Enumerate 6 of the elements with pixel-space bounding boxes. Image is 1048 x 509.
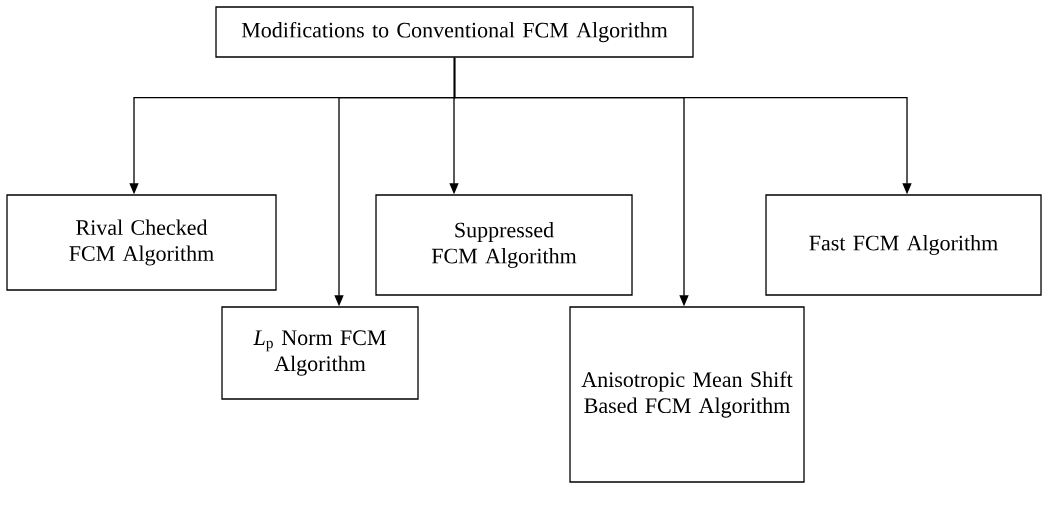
process-box: Rival Checked FCM Algorithm — [6, 194, 277, 291]
process-box: Suppressed FCM Algorithm — [375, 194, 633, 296]
process-box: L$_{p}$ Norm FCM Algorithm — [221, 306, 419, 400]
process-box: Modifications to Conventional FCM Algorithm — [215, 6, 694, 58]
process-box: Fast FCM Algorithm — [765, 194, 1042, 296]
process-box: Anisotropic Mean Shift Based FCM Algorithm — [569, 306, 805, 483]
